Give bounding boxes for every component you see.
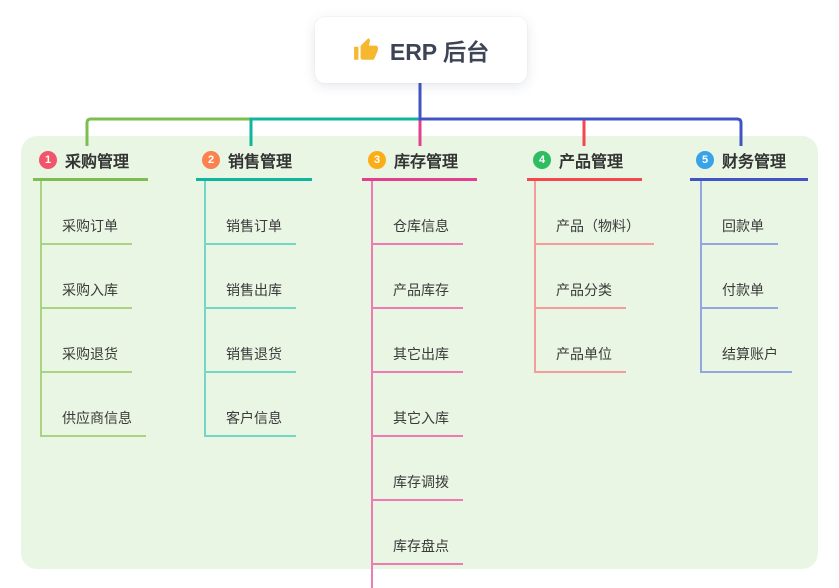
child-node-label: 采购订单 (62, 218, 118, 234)
child-node[interactable]: 付款单 (702, 245, 778, 309)
child-node-label: 产品分类 (556, 282, 612, 298)
child-node[interactable]: 采购退货 (42, 309, 132, 373)
branch-purchase: 1 采购管理 采购订单采购入库采购退货供应商信息 (33, 146, 148, 437)
branch-number-badge: 1 (39, 151, 57, 169)
child-node[interactable]: 产品单位 (536, 309, 626, 373)
child-node-label: 其它入库 (393, 410, 449, 426)
branch-label: 库存管理 (394, 154, 459, 171)
child-node[interactable]: 出库库明细 (373, 565, 477, 588)
child-node-label: 产品单位 (556, 346, 612, 362)
branch-label: 财务管理 (722, 154, 787, 171)
branch-header-sales[interactable]: 2 销售管理 (196, 146, 312, 181)
branch-children-sales: 销售订单销售出库销售退货客户信息 (204, 181, 312, 437)
child-node-label: 采购入库 (62, 282, 118, 298)
branch-children-finance: 回款单付款单结算账户 (700, 181, 808, 373)
child-node-label: 销售退货 (226, 346, 282, 362)
child-node[interactable]: 其它入库 (373, 373, 463, 437)
branch-children-inventory: 仓库信息产品库存其它出库其它入库库存调拨库存盘点出库库明细 (371, 181, 477, 588)
branch-header-product[interactable]: 4 产品管理 (527, 146, 642, 181)
child-node[interactable]: 客户信息 (206, 373, 296, 437)
branch-inventory: 3 库存管理 仓库信息产品库存其它出库其它入库库存调拨库存盘点出库库明细 (362, 146, 477, 588)
child-node-label: 仓库信息 (393, 218, 449, 234)
child-node-label: 结算账户 (722, 346, 778, 362)
child-node-label: 销售订单 (226, 218, 282, 234)
branch-label: 采购管理 (65, 154, 130, 171)
child-node-label: 库存盘点 (393, 538, 449, 554)
branch-header-purchase[interactable]: 1 采购管理 (33, 146, 148, 181)
child-node[interactable]: 产品（物料） (536, 181, 654, 245)
branches-background-panel (21, 136, 818, 569)
thumbs-up-icon (353, 38, 378, 60)
branch-sales: 2 销售管理 销售订单销售出库销售退货客户信息 (196, 146, 312, 437)
child-node[interactable]: 产品库存 (373, 245, 463, 309)
branch-product: 4 产品管理 产品（物料） 产品分类产品单位 (527, 146, 654, 373)
child-node[interactable]: 销售订单 (206, 181, 296, 245)
child-node-label: 客户信息 (226, 410, 282, 426)
child-node-label: 回款单 (722, 218, 764, 234)
branch-number-badge: 4 (533, 151, 551, 169)
branch-finance: 5 财务管理 回款单付款单结算账户 (690, 146, 808, 373)
branch-number-badge: 2 (202, 151, 220, 169)
child-node[interactable]: 库存盘点 (373, 501, 463, 565)
branch-header-inventory[interactable]: 3 库存管理 (362, 146, 477, 181)
child-node[interactable]: 仓库信息 (373, 181, 463, 245)
child-node[interactable]: 结算账户 (702, 309, 792, 373)
child-node[interactable]: 供应商信息 (42, 373, 146, 437)
child-node-label: 付款单 (722, 282, 764, 298)
child-node[interactable]: 库存调拨 (373, 437, 463, 501)
child-node-label: 库存调拨 (393, 474, 449, 490)
child-node[interactable]: 采购入库 (42, 245, 132, 309)
child-node-label: 产品库存 (393, 282, 449, 298)
child-node[interactable]: 采购订单 (42, 181, 132, 245)
child-node-label: 其它出库 (393, 346, 449, 362)
branch-number-badge: 5 (696, 151, 714, 169)
branch-number-badge: 3 (368, 151, 386, 169)
child-node[interactable]: 产品分类 (536, 245, 626, 309)
branch-children-product: 产品（物料） 产品分类产品单位 (534, 181, 654, 373)
branch-label: 销售管理 (228, 154, 293, 171)
branch-header-finance[interactable]: 5 财务管理 (690, 146, 808, 181)
child-node[interactable]: 回款单 (702, 181, 778, 245)
child-node[interactable]: 销售退货 (206, 309, 296, 373)
child-node-label: 销售出库 (226, 282, 282, 298)
child-node-label: 供应商信息 (62, 410, 132, 426)
child-node[interactable]: 销售出库 (206, 245, 296, 309)
branch-label: 产品管理 (559, 154, 624, 171)
root-node-erp[interactable]: ERP 后台 (315, 17, 527, 83)
child-node[interactable]: 其它出库 (373, 309, 463, 373)
root-node-title: ERP 后台 (389, 39, 490, 65)
child-node-label: 采购退货 (62, 346, 118, 362)
child-node-label: 产品（物料） (556, 218, 640, 234)
branch-children-purchase: 采购订单采购入库采购退货供应商信息 (40, 181, 148, 437)
